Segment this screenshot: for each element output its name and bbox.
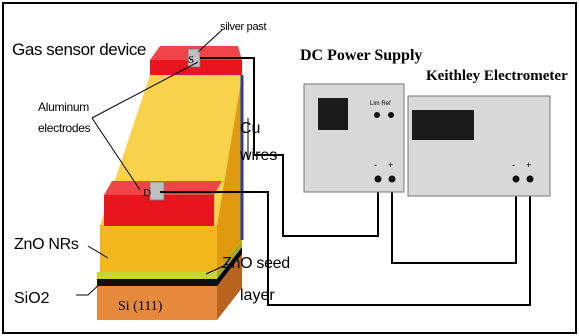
device-title: Gas sensor device (12, 40, 146, 59)
si-substrate-side (217, 254, 242, 320)
zno-seed-label-line1: ZnO seed (222, 255, 290, 272)
zno-nrs-side (217, 75, 242, 272)
zno-nrs-label: ZnO NRs (14, 236, 79, 253)
zno-nrs-pointer (87, 245, 109, 259)
zno-seed-label-line2: layer (240, 287, 275, 304)
electrometer-terminal-plus (526, 175, 534, 183)
sio2-label: SiO2 (14, 290, 50, 307)
sio2-pointer (76, 281, 103, 296)
electrode-s (150, 46, 242, 75)
cu-label-line2: wires (239, 147, 277, 164)
power-supply-knob-2 (388, 112, 394, 118)
electrometer-title: Keithley Electrometer (426, 68, 568, 84)
silver-paste-label: silver past (220, 21, 266, 33)
gas-sensor-device: S D (97, 46, 244, 320)
sio2-layer (97, 279, 217, 286)
si-label: Si (111) (118, 299, 163, 314)
electrode-s-label: S (188, 54, 194, 66)
aluminum-label-line2: electrodes (38, 121, 91, 135)
label-pointers (76, 29, 249, 296)
zno-seed-pointer (205, 263, 229, 275)
cu-label-line1: Cu (240, 120, 260, 137)
power-supply-knob-1 (374, 112, 380, 118)
electrometer-minus: - (512, 160, 515, 170)
power-supply-minus: - (374, 160, 377, 170)
electrometer-display (412, 110, 474, 140)
keithley-electrometer: - + (407, 95, 551, 197)
wire-d (160, 176, 531, 306)
power-supply-knob-labels: Lim Ref (370, 101, 391, 107)
zno-seed-layer (97, 272, 217, 279)
cu-wires (160, 57, 531, 306)
power-supply-title: DC Power Supply (300, 47, 422, 64)
zno-seed-layer-side (217, 240, 242, 279)
aluminum-label-line1: Aluminum (38, 100, 89, 114)
wire-supply-to-meter (391, 176, 517, 264)
power-supply-terminal-minus (374, 175, 382, 183)
electrode-d-label: D (143, 187, 151, 199)
electrometer-plus: + (526, 160, 531, 170)
power-supply-terminal-plus (388, 175, 396, 183)
sio2-layer-side (217, 247, 242, 286)
power-supply-display (318, 98, 348, 130)
electrometer-terminal-minus (512, 175, 520, 183)
si-substrate-front (97, 286, 217, 320)
dc-power-supply: Lim Ref - + (303, 83, 405, 193)
zno-nrs-front (100, 225, 217, 272)
wire-s (200, 57, 379, 237)
aluminum-pointer-1 (91, 117, 141, 191)
power-supply-plus: + (388, 160, 393, 170)
electrode-d (104, 181, 222, 226)
silver-paste-pointer (197, 29, 223, 53)
aluminum-pointer-2 (91, 61, 199, 119)
